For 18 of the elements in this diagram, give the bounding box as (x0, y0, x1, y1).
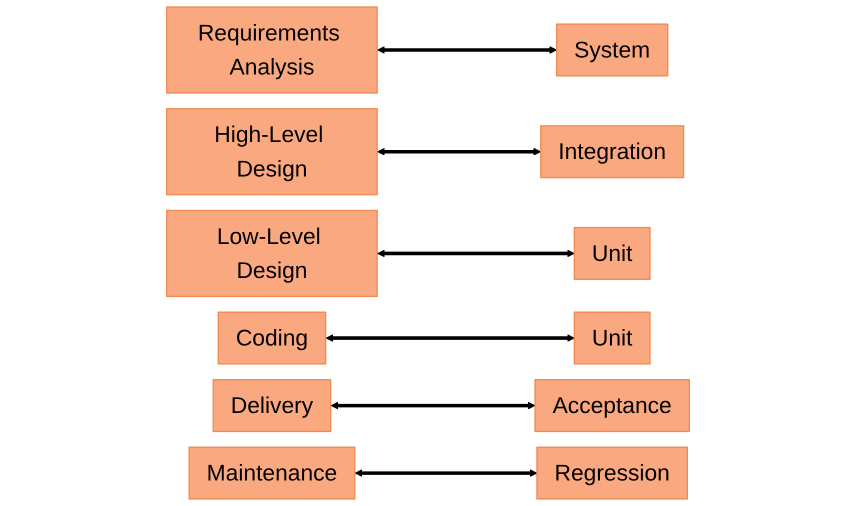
node-box: Unit (574, 226, 651, 280)
arrow (377, 148, 542, 156)
arrow (354, 469, 538, 477)
arrow (377, 250, 575, 258)
node-box: System (556, 23, 668, 77)
node-box: Acceptance (534, 379, 690, 432)
node-box: Integration (540, 125, 684, 178)
node-box: High-Level Design (166, 108, 378, 196)
arrow (377, 46, 557, 54)
node-box: Maintenance (188, 446, 356, 500)
arrow (326, 334, 575, 342)
node-box: Coding (218, 312, 326, 365)
arrow (330, 402, 536, 410)
node-box: Unit (574, 312, 651, 365)
node-box: Low-Level Design (166, 210, 378, 298)
node-box: Delivery (212, 379, 332, 432)
node-box: Regression (536, 446, 688, 500)
node-box: Requirements Analysis (166, 6, 378, 94)
